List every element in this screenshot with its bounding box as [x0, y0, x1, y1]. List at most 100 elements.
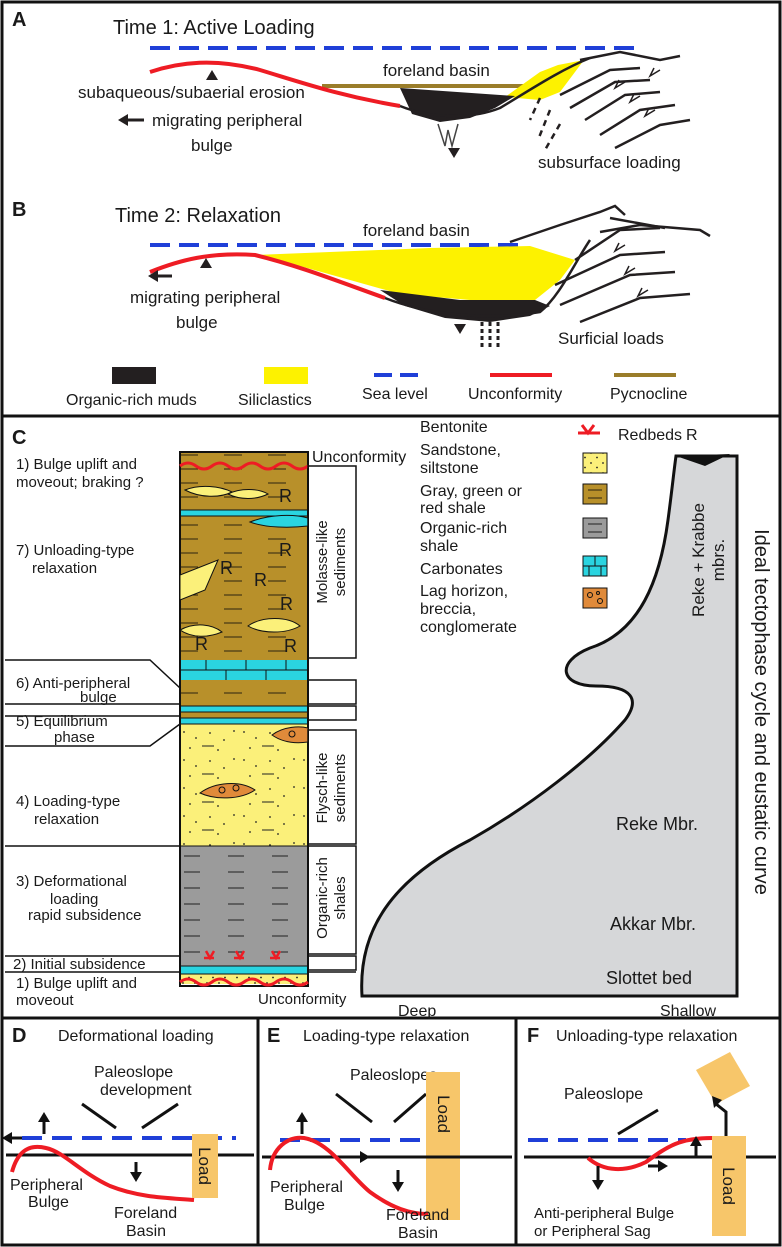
phase-7-line2: relaxation: [32, 560, 97, 577]
phase-boxes: [5, 659, 181, 973]
facies-organic-1: Organic-rich: [314, 857, 331, 939]
panel-e-load: [426, 1072, 460, 1220]
layer-shale-2: [180, 680, 308, 706]
key-lag-3: conglomerate: [420, 619, 517, 636]
layer-carb-4: [180, 718, 308, 724]
key-carb: Carbonates: [420, 561, 503, 578]
key-bentonite: Bentonite: [420, 419, 488, 436]
redbed-r-6: R: [195, 634, 208, 654]
panel-b-letter: B: [12, 199, 26, 221]
subsidence-arrow-a: [448, 148, 460, 158]
facies-organic-2: shales: [332, 876, 349, 919]
panel-d-paleo-1: Paleoslope: [94, 1064, 173, 1081]
key-org-2: shale: [420, 538, 458, 555]
bulge-label-a-1: migrating peripheral: [152, 111, 302, 130]
panel-f-right-arrow: [658, 1160, 668, 1172]
curve-deep: Deep: [398, 1003, 436, 1020]
curve-reke-krabbe-1: Reke + Krabbe: [689, 503, 708, 617]
redbed-r-2: R: [279, 540, 292, 560]
key-org-swatch: [582, 517, 608, 539]
key-shale-1: Gray, green or: [420, 483, 523, 500]
key-sand-2: siltstone: [420, 460, 479, 477]
foreland-basin-label-b: foreland basin: [363, 221, 470, 240]
phase-1-bottom-line1: 1) Bulge uplift and: [16, 975, 137, 992]
legend-sea-label: Sea level: [362, 386, 428, 403]
column-unconformity-bottom: [179, 977, 309, 987]
panel-d-slope-left: [81, 1102, 117, 1130]
surficial-dashes-b: [480, 322, 500, 350]
panel-d-paleo-2: development: [100, 1082, 192, 1099]
phase-5-line2: phase: [54, 729, 95, 746]
panel-f-profile: [586, 1136, 713, 1172]
frame-f: [514, 1016, 782, 1247]
thrust-sheets-a: [528, 50, 691, 151]
column-unconformity-top: [179, 461, 309, 471]
curve-shallow: Shallow: [660, 1003, 716, 1020]
panel-f-slope: [617, 1108, 659, 1136]
legend-uncon-label: Unconformity: [468, 386, 562, 403]
curve-akkar: Akkar Mbr.: [610, 914, 696, 934]
layer-top-shale: [180, 452, 308, 510]
phase-7-line1: 7) Unloading-type: [16, 542, 134, 559]
panel-f-title: Unloading-type relaxation: [556, 1028, 737, 1045]
panel-d-bulge-arrow: [2, 1132, 12, 1144]
layer-carb-5: [180, 966, 308, 974]
panel-d-up-arrow: [38, 1112, 50, 1122]
layer-carb-3: [180, 706, 308, 712]
redbed-r-4: R: [254, 570, 267, 590]
panel-d-slope-right: [141, 1102, 179, 1130]
bulge-arrow-a-head: [118, 114, 128, 126]
thrust-arrows-b: [613, 242, 649, 298]
layer-organic-base: [180, 956, 308, 966]
key-lag-2: breccia,: [420, 601, 476, 618]
panel-e-paleo: Paleoslopes: [350, 1067, 437, 1084]
uplift-arrow-a: [206, 70, 218, 80]
curve-reke: Reke Mbr.: [616, 814, 698, 834]
basin-floor-b: [384, 239, 592, 318]
legend-pycno-label: Pycnocline: [610, 386, 687, 403]
eustatic-curve: [360, 454, 739, 998]
facies-flysch-1: Flysch-like: [314, 753, 331, 824]
panel-e-right-arrow: [360, 1151, 370, 1163]
organic-muds-b: [380, 290, 550, 322]
facies-flysch-2: sediments: [332, 754, 349, 822]
key-sand-1: Sandstone,: [420, 442, 501, 459]
redbed-r-1: R: [279, 486, 292, 506]
panel-d-bulge-1: Peripheral: [10, 1177, 83, 1194]
uplift-arrow-b: [200, 258, 212, 268]
erosion-label: subaqueous/subaerial erosion: [78, 83, 305, 102]
panel-c-letter: C: [12, 427, 26, 449]
panel-f-paleo: Paleoslope: [564, 1086, 643, 1103]
thrust-sheets-b: [509, 204, 711, 324]
bulge-label-b-2: bulge: [176, 313, 218, 332]
key-sand-swatch: [582, 452, 608, 474]
panel-f-up-arrow: [690, 1136, 702, 1146]
basin-floor-a: [399, 56, 591, 118]
silici-wedge-b: [255, 246, 575, 300]
facies-molasse-1: Molasse-like: [314, 520, 331, 603]
panel-f-load-label: Load: [719, 1167, 738, 1205]
unconformity-top-label: Unconformity: [312, 449, 406, 466]
subsurface-marks-a: [437, 123, 459, 149]
key-shale-swatch: [582, 483, 608, 505]
legend-silici-swatch: [264, 367, 308, 384]
phase-4-line1: 4) Loading-type: [16, 793, 120, 810]
phase-4-line2: relaxation: [34, 811, 99, 828]
key-shale-2: red shale: [420, 500, 486, 517]
foreland-basin-label-a: foreland basin: [383, 61, 490, 80]
strat-column: [179, 451, 309, 987]
key-r: R: [686, 427, 698, 444]
panel-a-title: Time 1: Active Loading: [113, 17, 315, 39]
curve-slottet: Slottet bed: [606, 968, 692, 988]
panel-e-title: Loading-type relaxation: [303, 1028, 469, 1045]
unconformity-a: [149, 60, 401, 108]
layer-shale-3: [180, 712, 308, 718]
panel-e-load-label: Load: [434, 1095, 453, 1133]
layer-carb-1: [180, 510, 308, 516]
legend-silici-label: Siliclastics: [238, 392, 312, 409]
panel-e-bulge-1: Peripheral: [270, 1179, 343, 1196]
panel-d-profile: [10, 1144, 195, 1202]
thrust-arrows-a: [613, 67, 661, 118]
redbed-r-7: R: [284, 636, 297, 656]
panel-a-letter: A: [12, 9, 26, 31]
